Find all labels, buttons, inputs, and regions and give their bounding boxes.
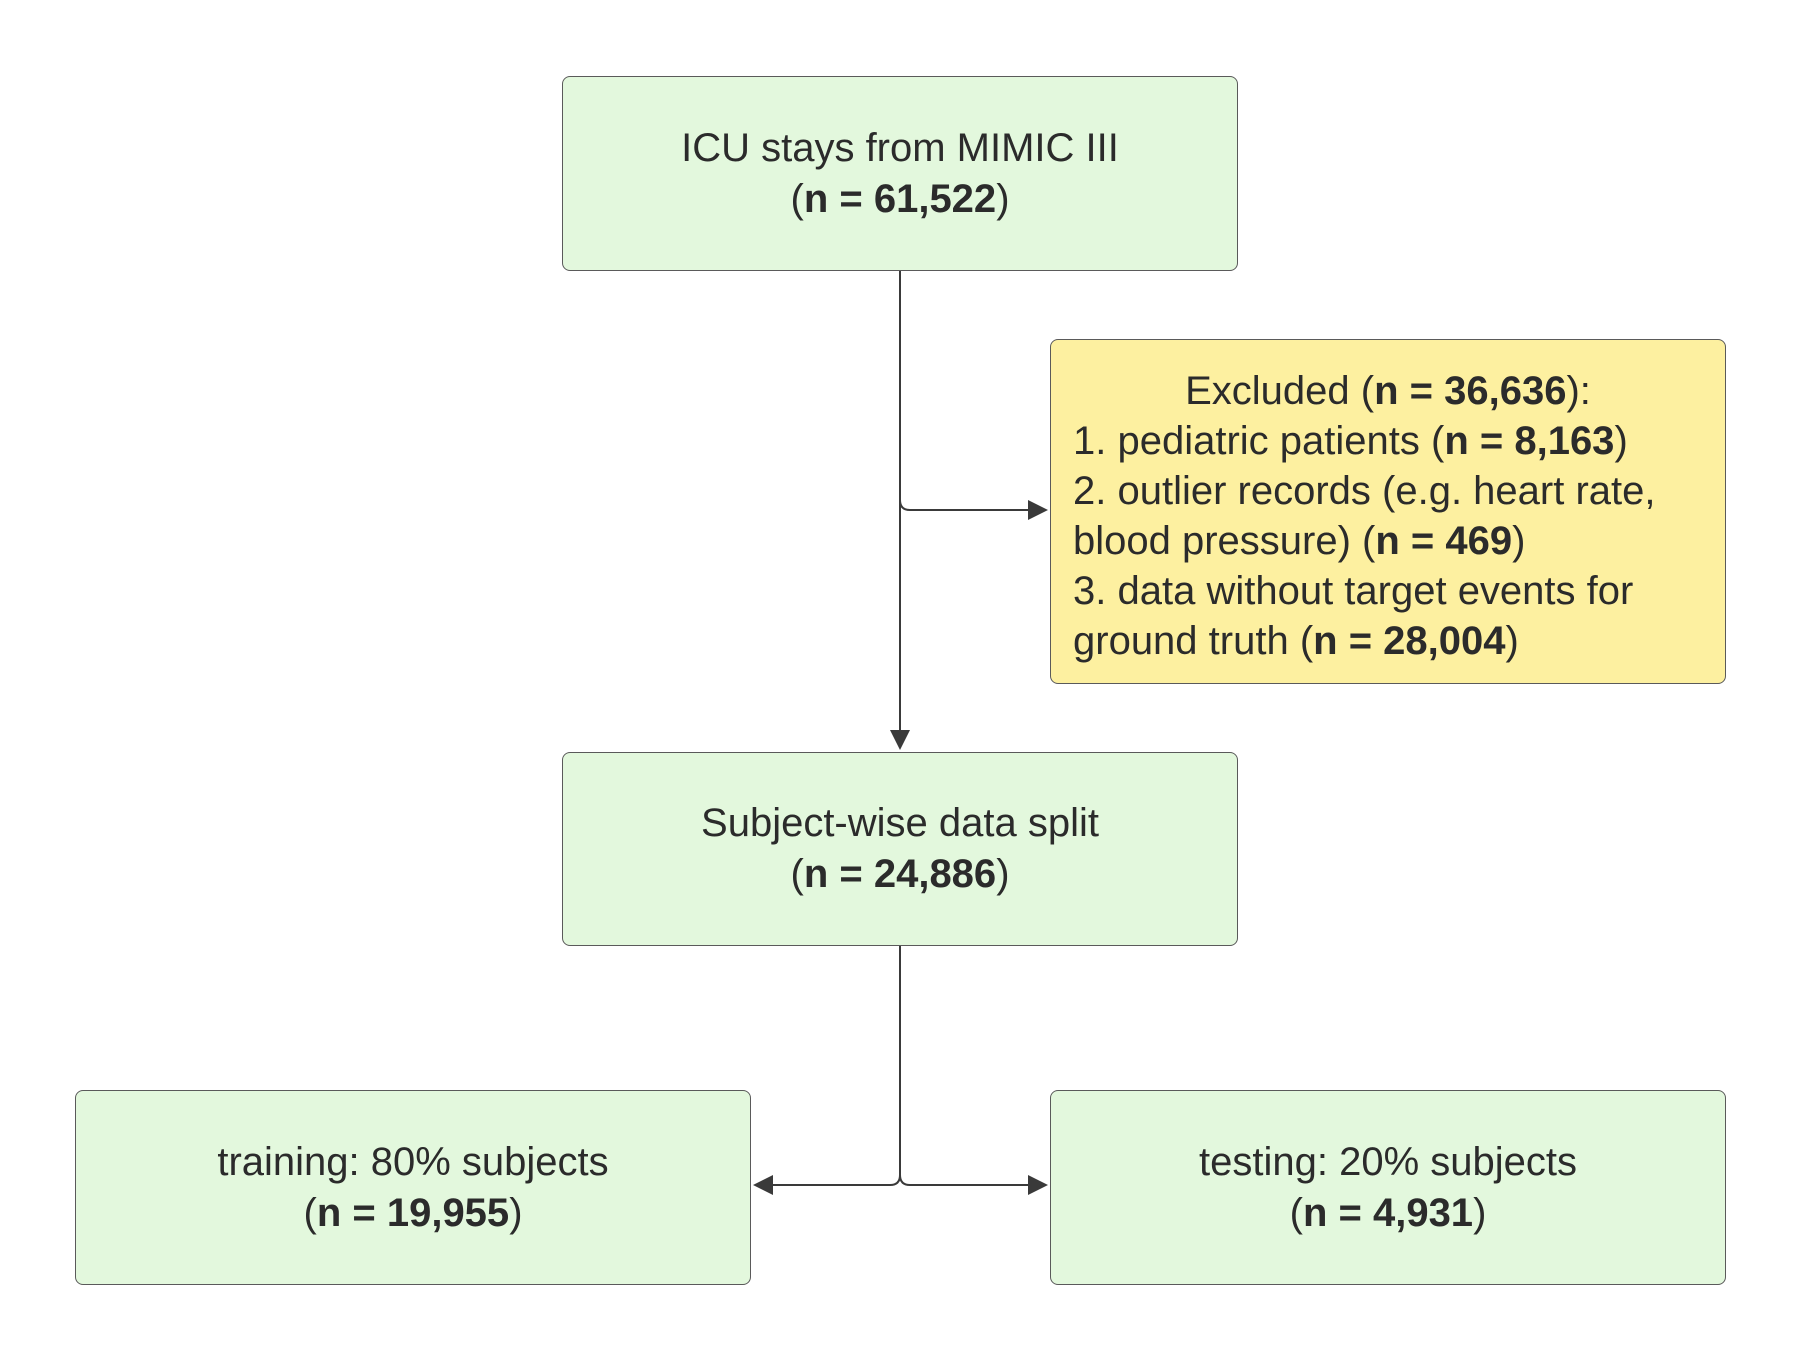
excluded-item-3-label: ground truth [1073,619,1289,663]
excluded-title: Excluded [1185,369,1350,413]
excluded-box: Excluded (n = 36,636): 1. pediatric pati… [1050,339,1726,684]
excluded-item-3-line2: ground truth (n = 28,004) [1073,619,1519,663]
arrow-to-excluded [899,499,1048,520]
excluded-item-1-count: n = 8,163 [1444,419,1615,463]
excluded-item-2-line2: blood pressure) (n = 469) [1073,519,1526,563]
training-label: training: 80% subjects [217,1139,609,1184]
excluded-title-line: Excluded (n = 36,636): [1185,369,1591,413]
split-count: n = 24,886 [803,852,997,896]
excluded-item-2-line1: 2. outlier records (e.g. heart rate, [1073,469,1656,513]
excluded-count: n = 36,636 [1374,369,1567,413]
excluded-item-3-count: n = 28,004 [1313,619,1506,663]
excluded-item-2-count: n = 469 [1375,519,1513,563]
testing-count: n = 4,931 [1302,1190,1474,1235]
icu-stays-box: ICU stays from MIMIC III (n = 61,522) [562,76,1238,271]
excluded-item-1: 1. pediatric patients (n = 8,163) [1073,419,1628,463]
excluded-item-3-line1: 3. data without target events for [1073,569,1634,613]
arrow-to-testing [899,1174,1048,1195]
arrow-to-training [753,1174,901,1195]
testing-label: testing: 20% subjects [1199,1139,1577,1184]
excluded-item-2-label: blood pressure) [1073,519,1351,563]
split-label: Subject-wise data split [701,801,1099,845]
excluded-item-1-label: 1. pediatric patients [1073,419,1420,463]
training-count-line: (n = 19,955) [303,1190,523,1235]
testing-count-line: (n = 4,931) [1289,1190,1487,1235]
icu-stays-label: ICU stays from MIMIC III [681,125,1119,170]
split-count-line: (n = 24,886) [790,852,1010,896]
training-count: n = 19,955 [316,1190,510,1235]
split-box: Subject-wise data split (n = 24,886) [562,752,1238,946]
icu-stays-count-line: (n = 61,522) [790,176,1010,221]
icu-stays-count: n = 61,522 [803,176,997,221]
training-box: training: 80% subjects (n = 19,955) [75,1090,751,1285]
testing-box: testing: 20% subjects (n = 4,931) [1050,1090,1726,1285]
